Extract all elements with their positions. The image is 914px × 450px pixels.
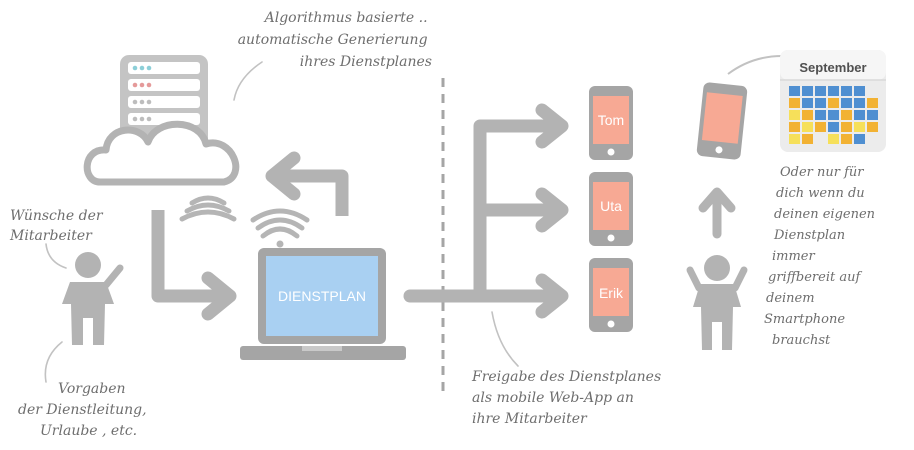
calendar-day-cell <box>828 86 839 96</box>
person-icon-right <box>686 255 748 350</box>
calendar-day-cell <box>789 134 800 144</box>
calendar-day-cell <box>828 122 839 132</box>
calendar-day-cell <box>802 98 813 108</box>
server-cloud-icon <box>83 55 240 186</box>
calendar-day-cell <box>802 110 813 120</box>
annotation-personal-line-5: immer <box>772 249 816 264</box>
annotation-constraints-line-2: der Dienstleitung, <box>18 402 147 418</box>
phone-icon-uta <box>589 172 633 246</box>
annotation-algorithm-line-3: ihres Dienstplanes <box>300 54 432 70</box>
calendar-day-cell <box>841 110 852 120</box>
phone-icon-tom <box>589 86 633 160</box>
calendar-month-label: September <box>799 60 866 75</box>
annotation-constraints-line-1: Vorgaben <box>58 381 126 397</box>
calendar-day-cell <box>854 110 865 120</box>
annotation-constraints: Vorgaben der Dienstleitung, Urlaube , et… <box>18 381 151 439</box>
calendar-day-cell <box>828 98 839 108</box>
calendar-day-cell <box>815 122 826 132</box>
calendar-icon <box>780 50 886 152</box>
annotation-wishes-line-1: Wünsche der <box>10 208 104 224</box>
annotation-constraints-line-3: Urlaube , etc. <box>40 423 137 439</box>
annotation-wishes: Wünsche der Mitarbeiter <box>9 208 107 244</box>
calendar-day-cell <box>828 134 839 144</box>
annotation-algorithm-line-1: Algorithmus basierte .. <box>263 10 428 26</box>
calendar-day-cell <box>841 122 852 132</box>
annotation-personal-line-6: griffbereit auf <box>768 270 862 285</box>
calendar-day-cell <box>867 110 878 120</box>
annotation-personal-line-3: deinen eigenen <box>774 207 875 222</box>
laptop-icon <box>240 208 406 360</box>
calendar-day-cell <box>815 110 826 120</box>
calendar-day-cell <box>789 122 800 132</box>
annotation-personal-line-4: Dienstplan <box>773 228 845 243</box>
laptop-screen-label: DIENSTPLAN <box>278 288 366 304</box>
annotation-pointers <box>44 61 519 383</box>
annotation-personal-line-9: brauchst <box>772 333 831 348</box>
calendar-day-cell <box>841 98 852 108</box>
annotation-release-line-3: ihre Mitarbeiter <box>472 411 588 427</box>
calendar-day-cell <box>854 86 865 96</box>
calendar-day-cell <box>789 86 800 96</box>
calendar-day-cell <box>867 122 878 132</box>
calendar-day-cell <box>828 110 839 120</box>
calendar-day-cell <box>789 98 800 108</box>
phone-label-uta: Uta <box>600 198 622 214</box>
annotation-personal: Oder nur für dich wenn du deinen eigenen… <box>764 165 879 348</box>
calendar-day-cell <box>854 98 865 108</box>
arrow-person-to-phone <box>698 187 736 239</box>
calendar-day-cell <box>867 98 878 108</box>
annotation-release-line-2: als mobile Web-App an <box>472 390 634 406</box>
annotation-algorithm: Algorithmus basierte .. automatische Gen… <box>238 10 432 70</box>
arrow-distribution <box>403 103 569 319</box>
annotation-release-line-1: Freigabe des Dienstplanes <box>471 369 661 385</box>
calendar-day-cell <box>841 134 852 144</box>
calendar-day-cell <box>802 122 813 132</box>
calendar-day-cell <box>854 122 865 132</box>
calendar-day-cell <box>802 86 813 96</box>
calendar-day-cell <box>854 134 865 144</box>
annotation-personal-line-8: Smartphone <box>764 312 845 327</box>
calendar-day-cell <box>815 98 826 108</box>
wifi-icon-cloud <box>179 195 237 222</box>
annotation-wishes-line-2: Mitarbeiter <box>9 228 93 244</box>
annotation-algorithm-line-2: automatische Generierung <box>238 32 428 48</box>
calendar-day-cell <box>789 110 800 120</box>
arrow-laptop-to-cloud <box>265 151 349 216</box>
calendar-day-cell <box>841 86 852 96</box>
phone-label-erik: Erik <box>599 285 624 301</box>
arrow-cloud-to-laptop <box>151 210 237 321</box>
annotation-personal-line-7: deinem <box>766 291 815 306</box>
person-icon-left <box>62 252 124 345</box>
phone-label-tom: Tom <box>598 112 624 128</box>
annotation-personal-line-2: dich wenn du <box>776 186 865 201</box>
calendar-day-cell <box>815 86 826 96</box>
annotation-personal-line-1: Oder nur für <box>780 165 864 180</box>
phone-icon-personal <box>696 82 748 160</box>
calendar-day-cell <box>802 134 813 144</box>
connector-line-calendar <box>727 55 783 75</box>
phone-icon-erik <box>589 258 633 332</box>
annotation-release: Freigabe des Dienstplanes als mobile Web… <box>471 369 666 427</box>
